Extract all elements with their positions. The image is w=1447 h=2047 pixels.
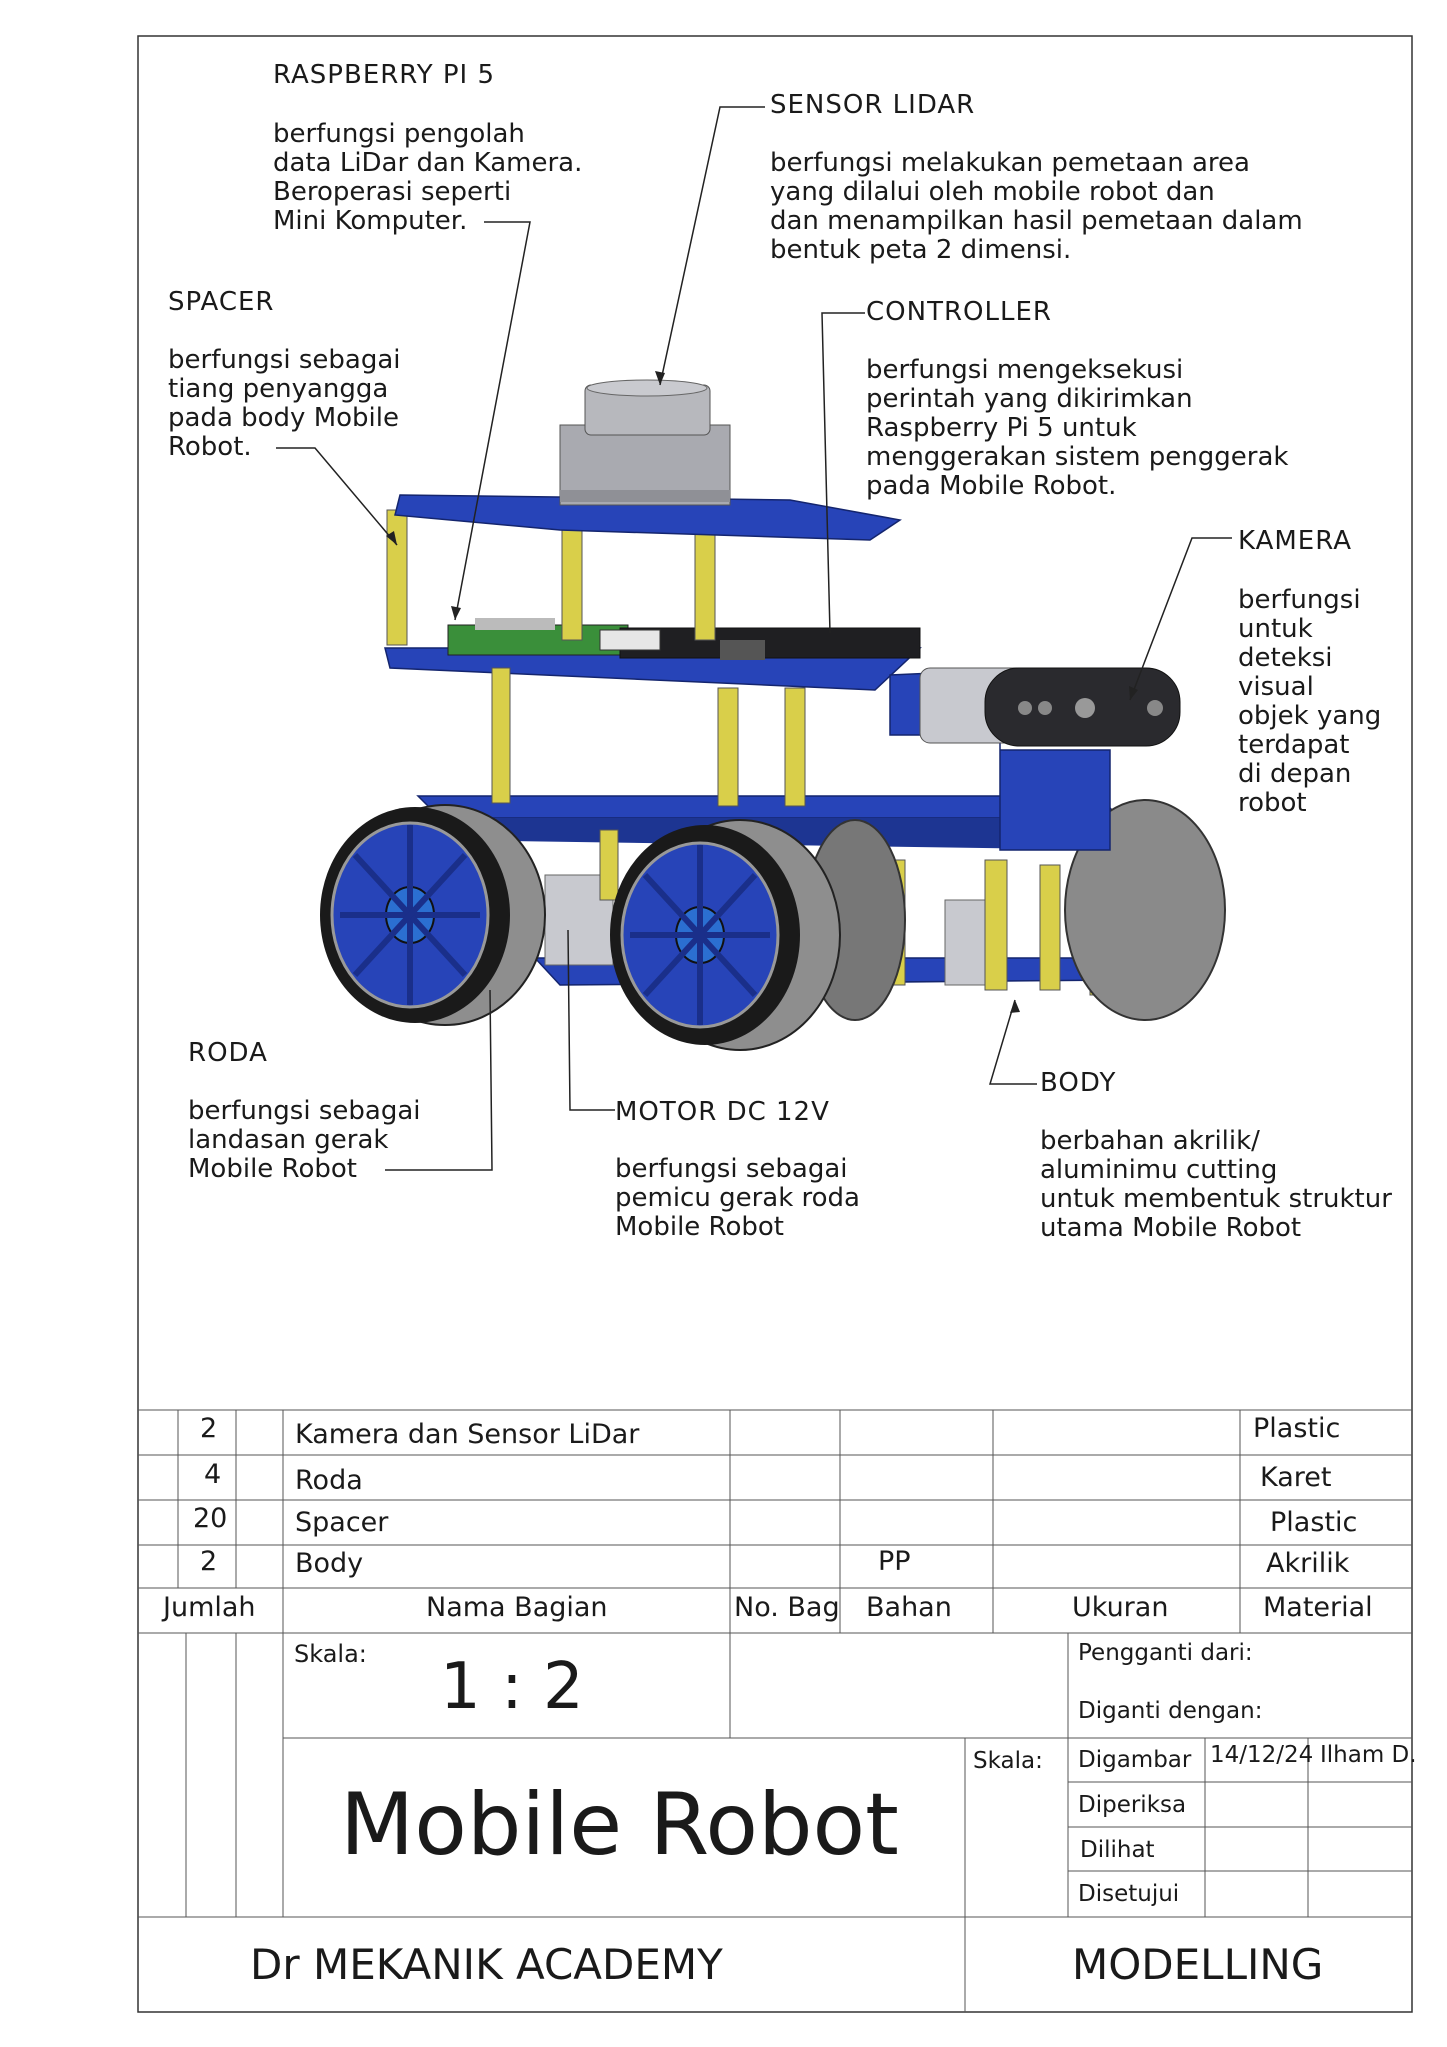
bom-material: Plastic	[1270, 1507, 1358, 1538]
bom-material: Karet	[1260, 1462, 1332, 1493]
bom-header-qty: Jumlah	[163, 1592, 256, 1623]
diperiksa-label: Diperiksa	[1078, 1792, 1187, 1818]
callout-lidar-desc: berfungsi melakukan pemetaan area yang d…	[770, 148, 1303, 265]
spacer	[1039, 864, 1061, 991]
wheel-rear-right	[1064, 799, 1226, 1021]
disetujui-label: Disetujui	[1078, 1881, 1180, 1907]
callout-spacer-title: SPACER	[168, 287, 275, 317]
skala-label-2: Skala:	[973, 1748, 1043, 1774]
bom-qty: 20	[193, 1503, 228, 1534]
spacer	[599, 829, 619, 901]
bom-qty: 2	[200, 1546, 218, 1577]
callout-raspberry-desc: berfungsi pengolah data LiDar dan Kamera…	[273, 119, 583, 236]
callout-motor-desc: berfungsi sebagai pemicu gerak roda Mobi…	[615, 1154, 860, 1242]
dilihat-label: Dilihat	[1080, 1837, 1155, 1863]
spacer	[561, 524, 583, 641]
wheel-front-mid	[610, 819, 841, 1051]
callout-spacer-desc: berfungsi sebagai tiang penyangga pada b…	[168, 345, 401, 462]
controller-board	[619, 627, 921, 659]
callout-kamera-title: KAMERA	[1238, 526, 1353, 556]
callout-kamera-desc: berfungsi untuk deteksi visual objek yan…	[1238, 585, 1382, 818]
skala-value: 1 : 2	[440, 1650, 584, 1724]
bom-name: Roda	[295, 1465, 363, 1496]
board-component	[599, 629, 661, 651]
drawing-title: Mobile Robot	[340, 1775, 899, 1875]
spacer	[694, 529, 716, 641]
spacer	[717, 687, 739, 807]
digambar-label: Digambar	[1078, 1747, 1192, 1773]
spacer	[491, 667, 511, 804]
bom-header-name: Nama Bagian	[426, 1592, 608, 1623]
company-name: Dr MEKANIK ACADEMY	[250, 1940, 723, 1989]
bom-name: Spacer	[295, 1507, 389, 1538]
bom-material: Akrilik	[1266, 1548, 1350, 1579]
bom-header-ukuran: Ukuran	[1072, 1592, 1169, 1623]
bom-material: Plastic	[1253, 1413, 1341, 1444]
top-plate	[394, 494, 902, 541]
callout-raspberry-title: RASPBERRY PI 5	[273, 60, 496, 90]
callout-controller-title: CONTROLLER	[866, 297, 1052, 327]
bom-bahan: PP	[878, 1546, 911, 1577]
bom-header-bahan: Bahan	[866, 1592, 952, 1623]
callout-controller-desc: berfungsi mengeksekusi perintah yang dik…	[866, 355, 1289, 501]
callout-body-desc: berbahan akrilik/ aluminimu cutting untu…	[1040, 1126, 1392, 1243]
robot-illustration	[320, 379, 1226, 1051]
diganti-label: Diganti dengan:	[1078, 1698, 1263, 1724]
callout-body-title: BODY	[1040, 1068, 1117, 1098]
bom-qty: 4	[204, 1459, 222, 1490]
pengganti-label: Pengganti dari:	[1078, 1640, 1253, 1666]
motor-left	[544, 874, 614, 966]
leader-arrowheads	[386, 371, 1138, 1013]
spacer	[386, 509, 408, 646]
bom-qty: 2	[200, 1413, 218, 1444]
callout-roda-title: RODA	[188, 1038, 268, 1068]
camera-module	[919, 667, 1181, 747]
bom-name: Kamera dan Sensor LiDar	[295, 1419, 640, 1450]
spacer	[984, 859, 1008, 991]
board-component	[475, 618, 555, 630]
spacer	[784, 687, 806, 807]
bom-header-material: Material	[1263, 1592, 1373, 1623]
callout-lidar-title: SENSOR LIDAR	[770, 90, 976, 120]
drawing-category: MODELLING	[1072, 1940, 1324, 1989]
leader-lines	[276, 106, 1232, 1171]
lidar-sensor	[559, 379, 731, 506]
title-block-grid	[138, 1409, 1412, 2012]
skala-label: Skala:	[294, 1640, 367, 1668]
callout-motor-title: MOTOR DC 12V	[615, 1097, 830, 1127]
callout-roda-desc: berfungsi sebagai landasan gerak Mobile …	[188, 1096, 421, 1184]
digambar-date: 14/12/24	[1210, 1742, 1314, 1768]
bom-name: Body	[295, 1548, 364, 1579]
wheel-front-left	[320, 804, 546, 1026]
digambar-name: Ilham D.	[1320, 1742, 1417, 1768]
board-component	[720, 640, 765, 660]
sheet-border	[137, 35, 1413, 2013]
bom-header-no: No. Bag	[734, 1592, 840, 1623]
